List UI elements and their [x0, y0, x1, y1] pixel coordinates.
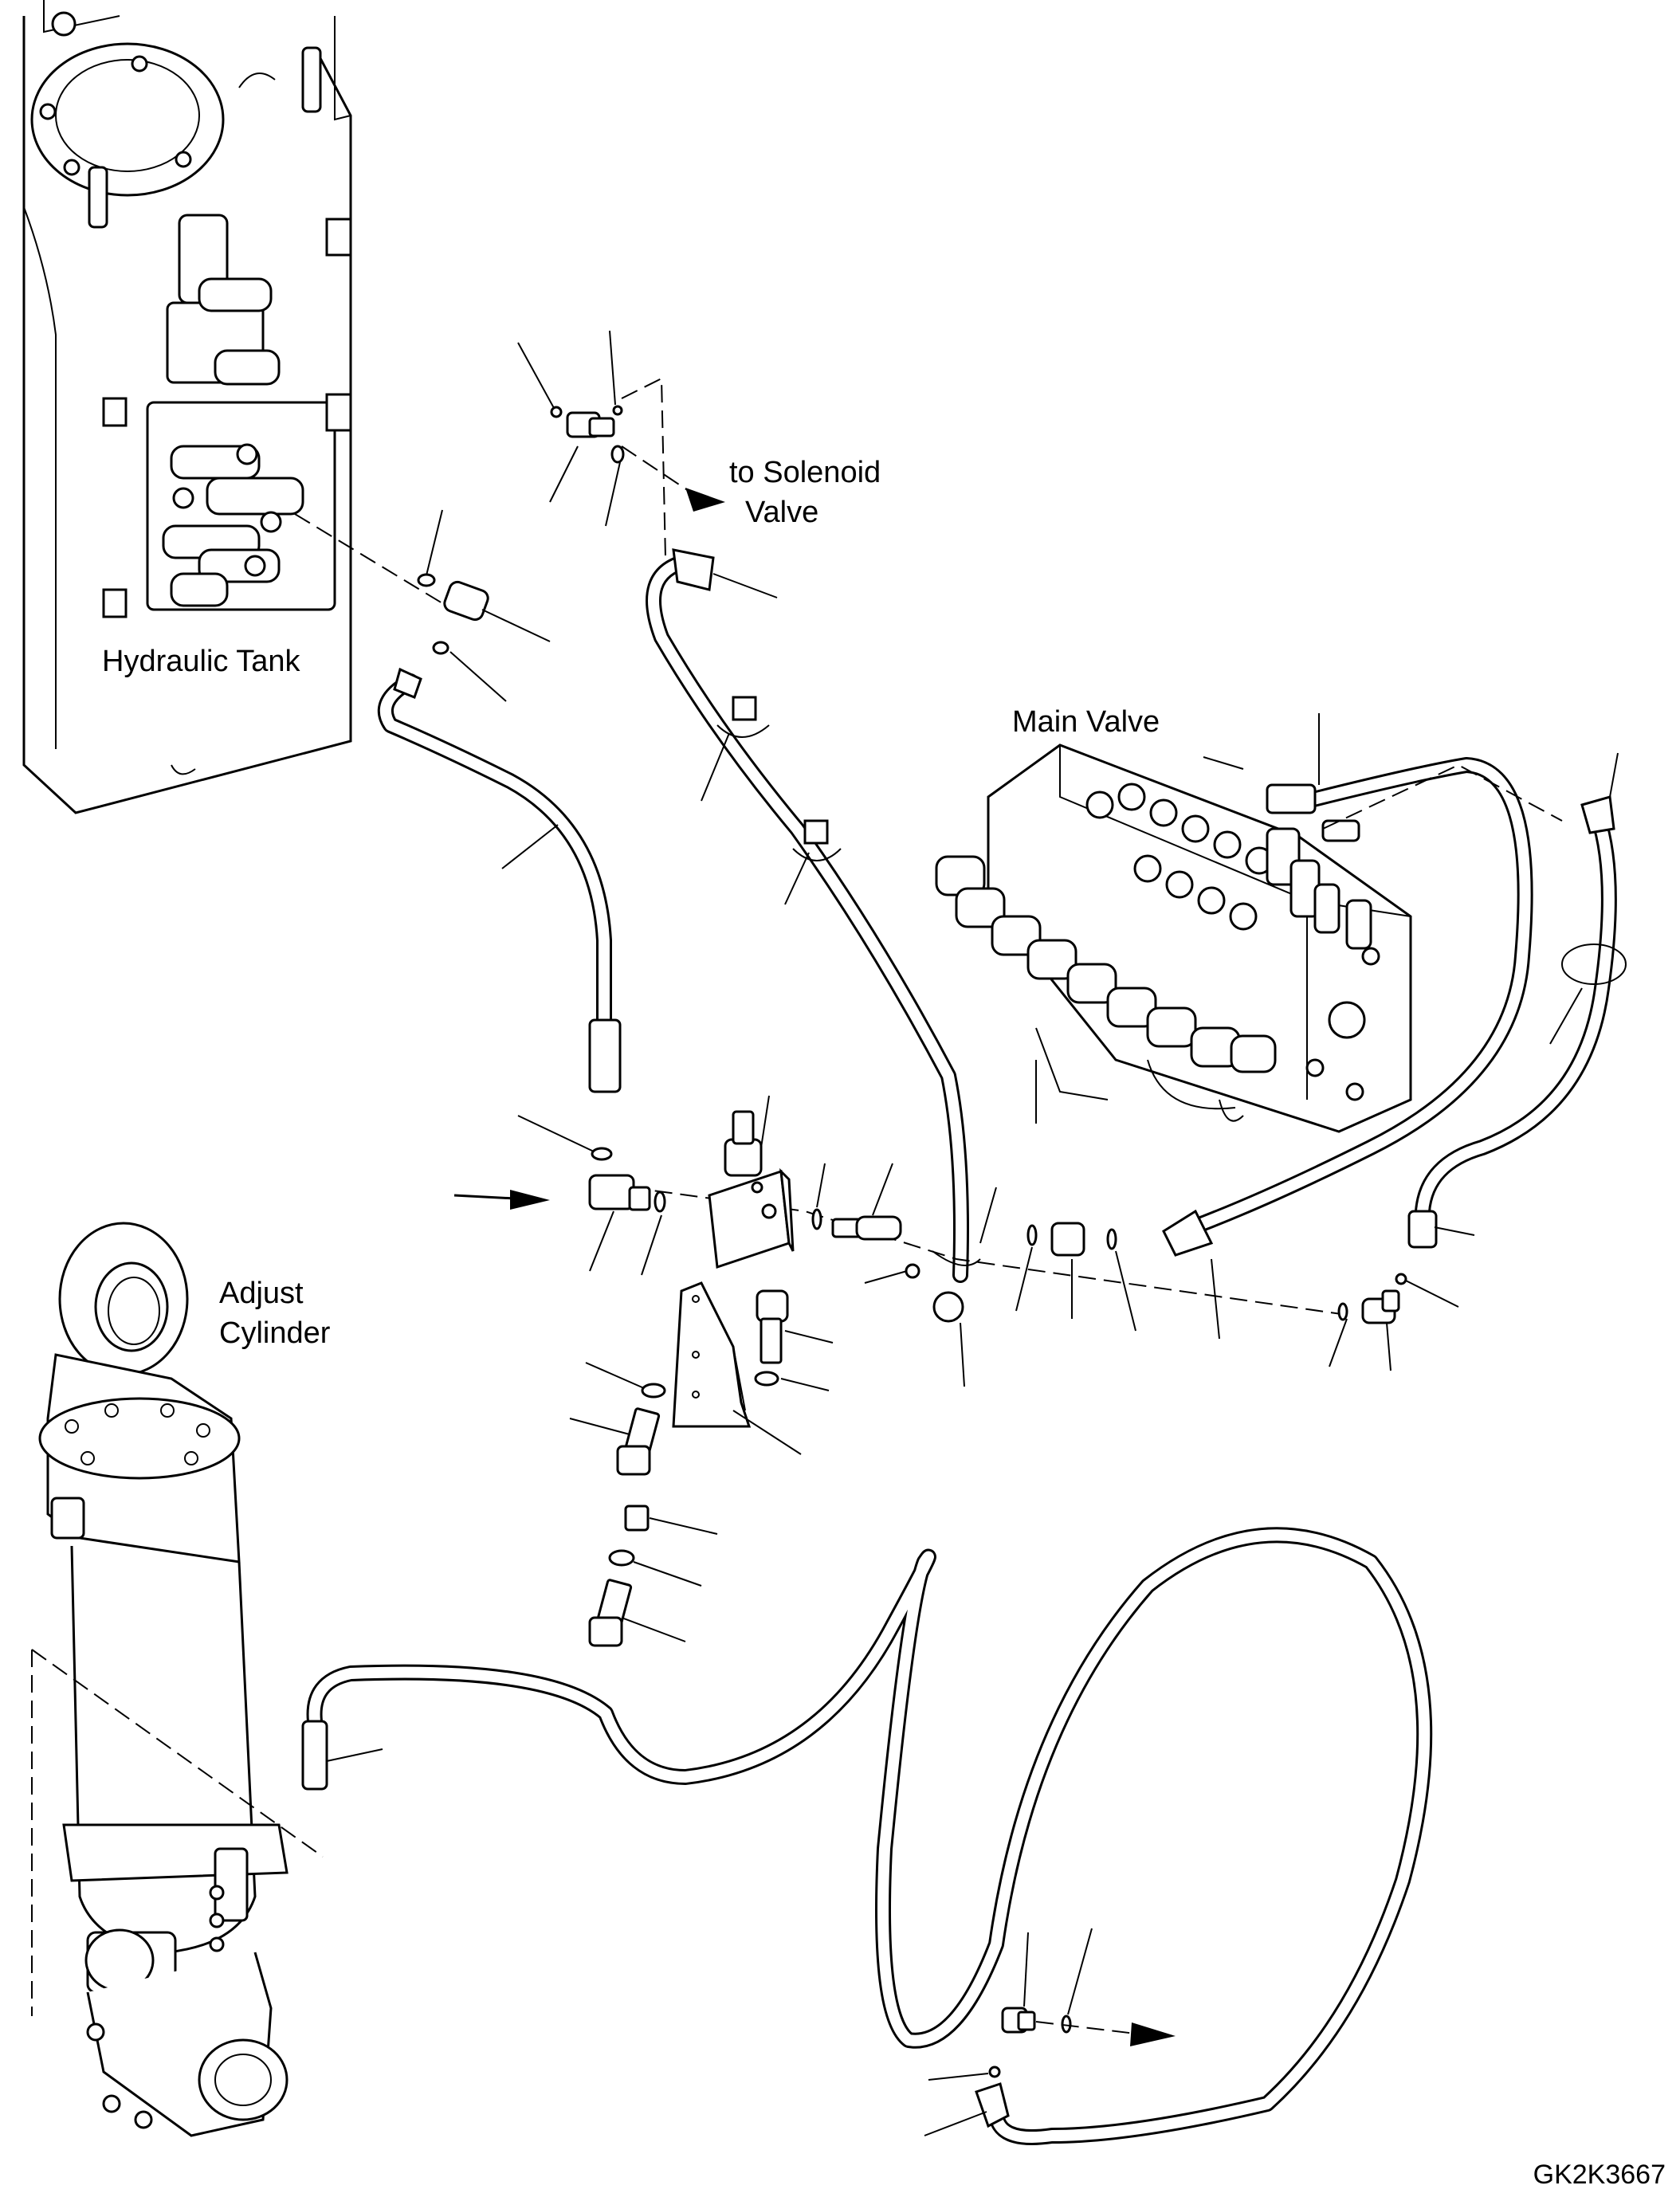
adjust-cylinder [38, 1222, 289, 2137]
tank-elbow-fitting [417, 573, 489, 655]
right-union-fittings [1026, 1222, 1117, 1257]
cylinder-elbow-fitting [988, 2007, 1072, 2078]
bracket-bolt [864, 1263, 920, 1284]
inlet-arrow-icon [510, 1190, 550, 1210]
right-pilot-hose [1407, 795, 1627, 1249]
figure-code: GK2K3667 [1533, 2160, 1666, 2190]
mounting-bracket [672, 1281, 752, 1428]
main-valve-hose [1162, 757, 1533, 1257]
arrow-right-icon [685, 488, 725, 512]
solenoid-tee-fitting [550, 405, 625, 464]
inlet-elbow [588, 1147, 666, 1213]
hydraulic-tank [22, 0, 352, 814]
to-solenoid-label-2: Valve [745, 496, 818, 529]
main-valve [935, 743, 1412, 1133]
to-solenoid-label-1: to Solenoid [729, 456, 881, 489]
adjust-cylinder-label-1: Adjust [219, 1277, 304, 1310]
pilot-hose [646, 548, 981, 1323]
check-valve [811, 1208, 902, 1241]
cylinder-hose [301, 1527, 1433, 2145]
lower-elbow-right [1337, 1289, 1400, 1324]
solenoid-valve-block [708, 1110, 795, 1269]
outlet-arrow-icon [1130, 2022, 1176, 2046]
hydraulic-tank-label: Hydraulic Tank [102, 645, 301, 678]
main-valve-label: Main Valve [1012, 705, 1160, 739]
adjust-cylinder-label-2: Cylinder [219, 1316, 331, 1350]
return-hose [377, 667, 622, 1093]
